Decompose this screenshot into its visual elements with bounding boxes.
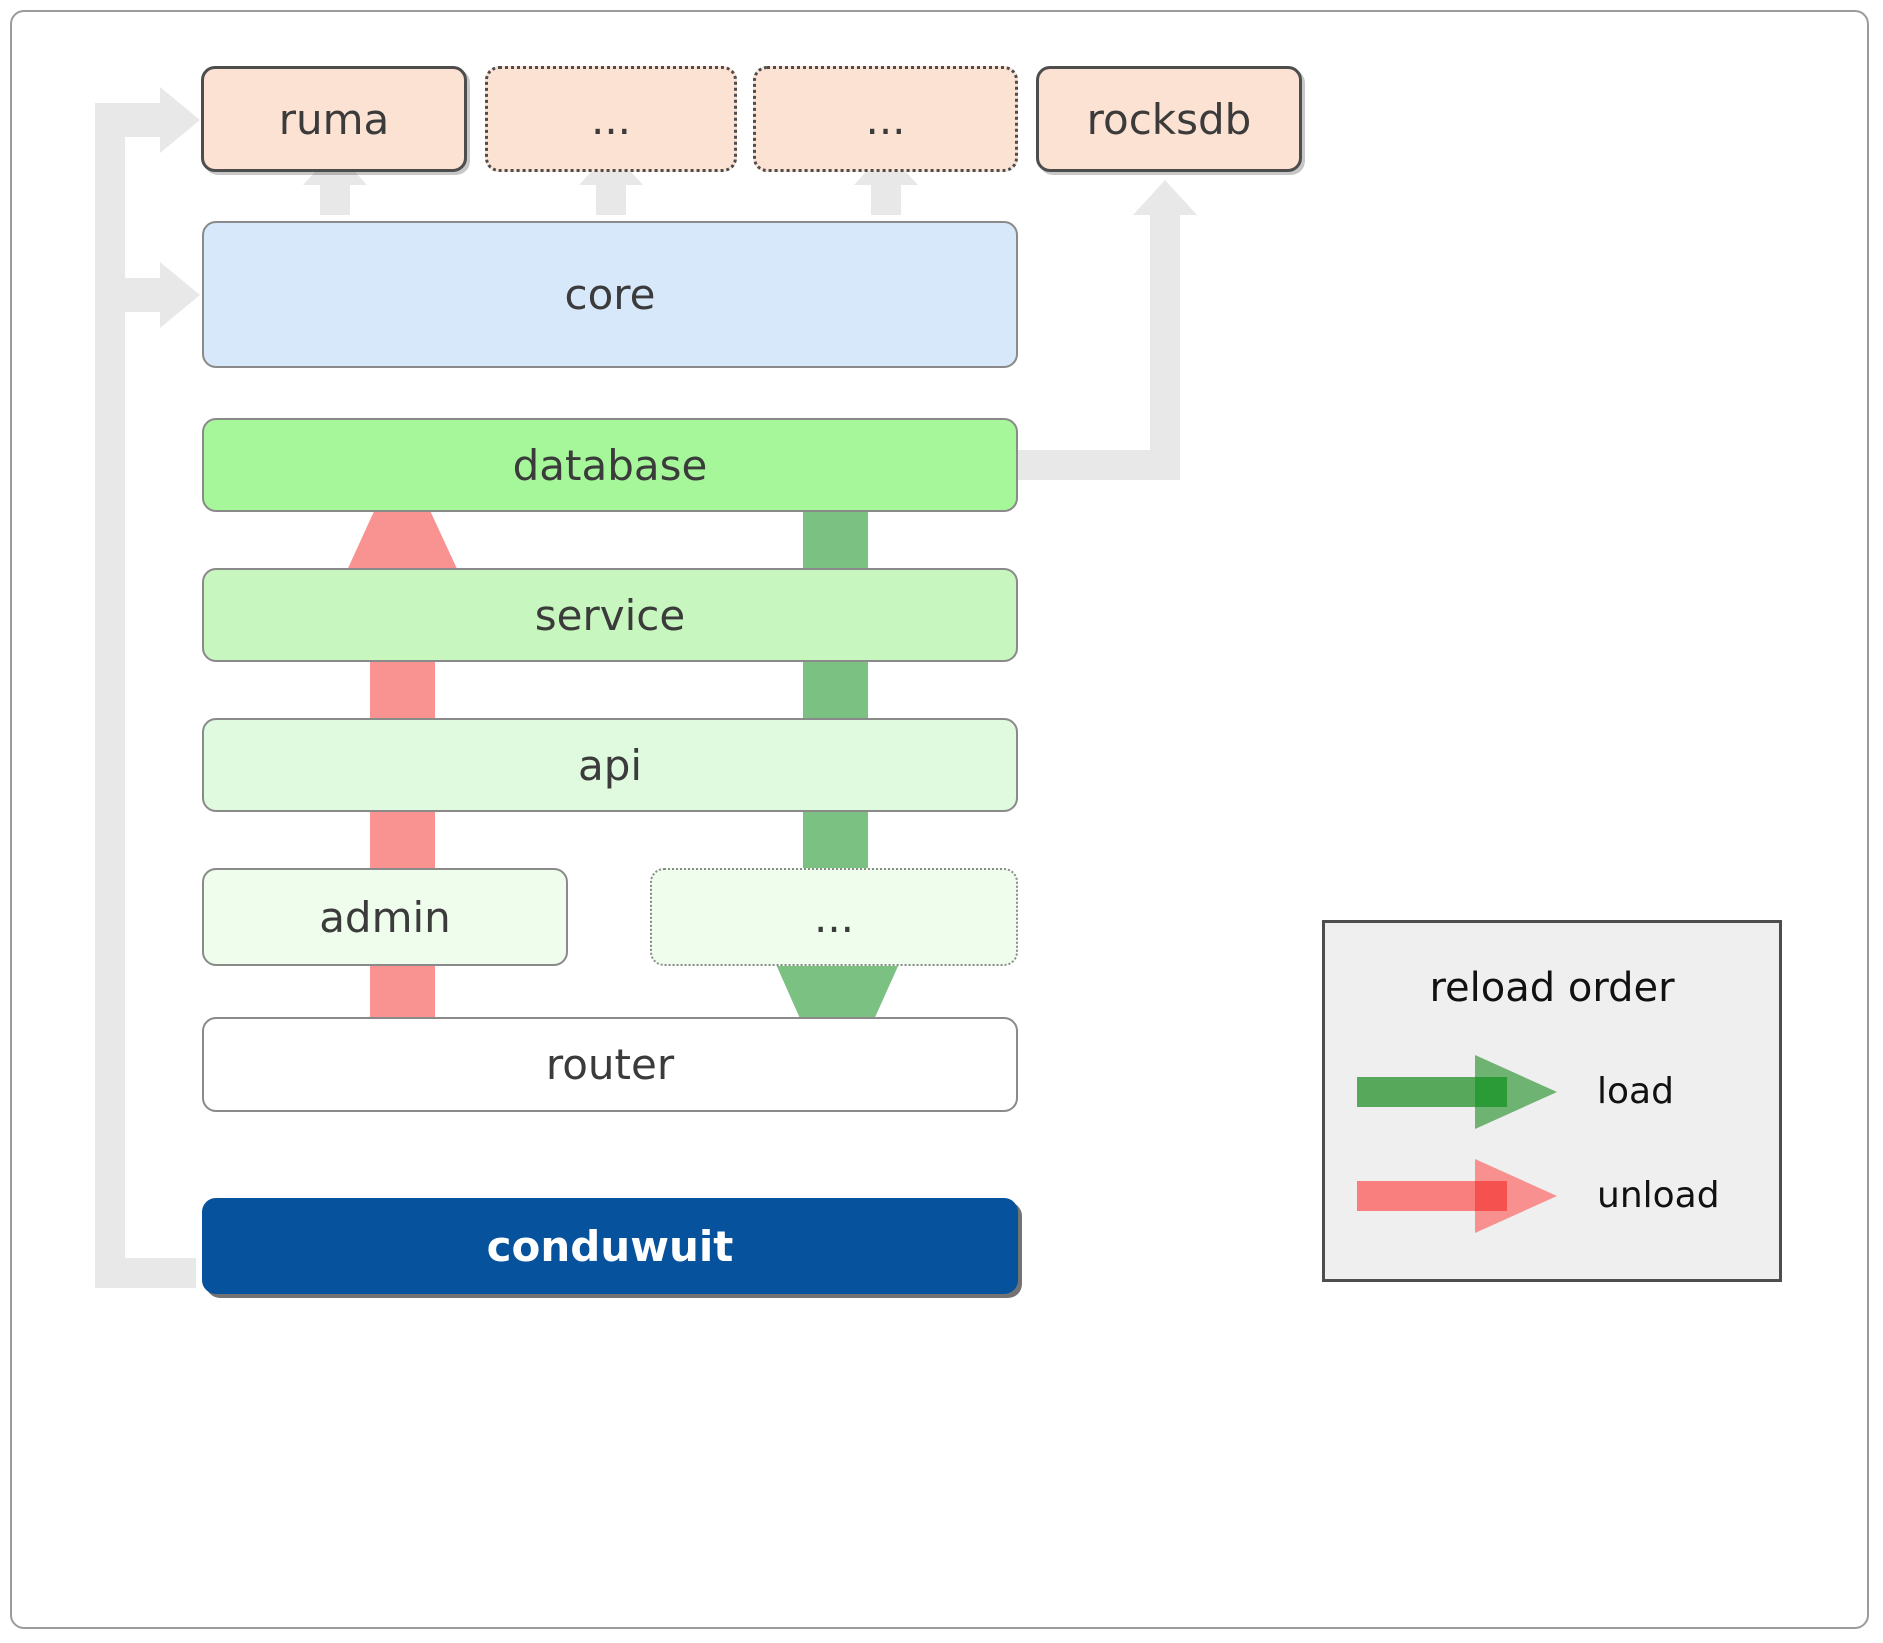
legend-load-arrow-icon [1357, 1055, 1557, 1129]
layer-box-admin[interactable]: admin [202, 868, 568, 966]
dependency-box-placeholder-2[interactable]: ... [753, 66, 1018, 172]
application-label: conduwuit [486, 1221, 734, 1271]
layer-box-service[interactable]: service [202, 568, 1018, 662]
layer-label: core [564, 270, 656, 319]
dependency-label: ... [590, 94, 632, 144]
layer-label: router [545, 1040, 675, 1089]
dependency-box-placeholder-1[interactable]: ... [485, 66, 737, 172]
application-box-conduwuit[interactable]: conduwuit [202, 1198, 1018, 1294]
layer-box-placeholder[interactable]: ... [650, 868, 1018, 966]
legend-load-label: load [1597, 1071, 1674, 1112]
layer-box-api[interactable]: api [202, 718, 1018, 812]
layer-label: service [534, 590, 686, 640]
dependency-box-ruma[interactable]: ruma [201, 66, 467, 172]
dependency-label: ... [865, 94, 906, 144]
layer-label: ... [813, 892, 855, 942]
layer-label: admin [319, 892, 451, 942]
dependency-label: rocksdb [1086, 94, 1252, 144]
legend-unload-label: unload [1597, 1175, 1720, 1216]
layer-box-core[interactable]: core [202, 221, 1018, 368]
legend-unload-arrow-icon [1357, 1159, 1557, 1233]
dependency-label: ruma [278, 94, 390, 144]
dependency-box-rocksdb[interactable]: rocksdb [1036, 66, 1302, 172]
layer-box-router[interactable]: router [202, 1017, 1018, 1112]
layer-box-database[interactable]: database [202, 418, 1018, 512]
layer-label: database [512, 440, 708, 490]
legend-title: reload order [1429, 965, 1675, 1011]
layer-label: api [577, 740, 643, 790]
legend-box: reload order load unload [1322, 920, 1782, 1282]
